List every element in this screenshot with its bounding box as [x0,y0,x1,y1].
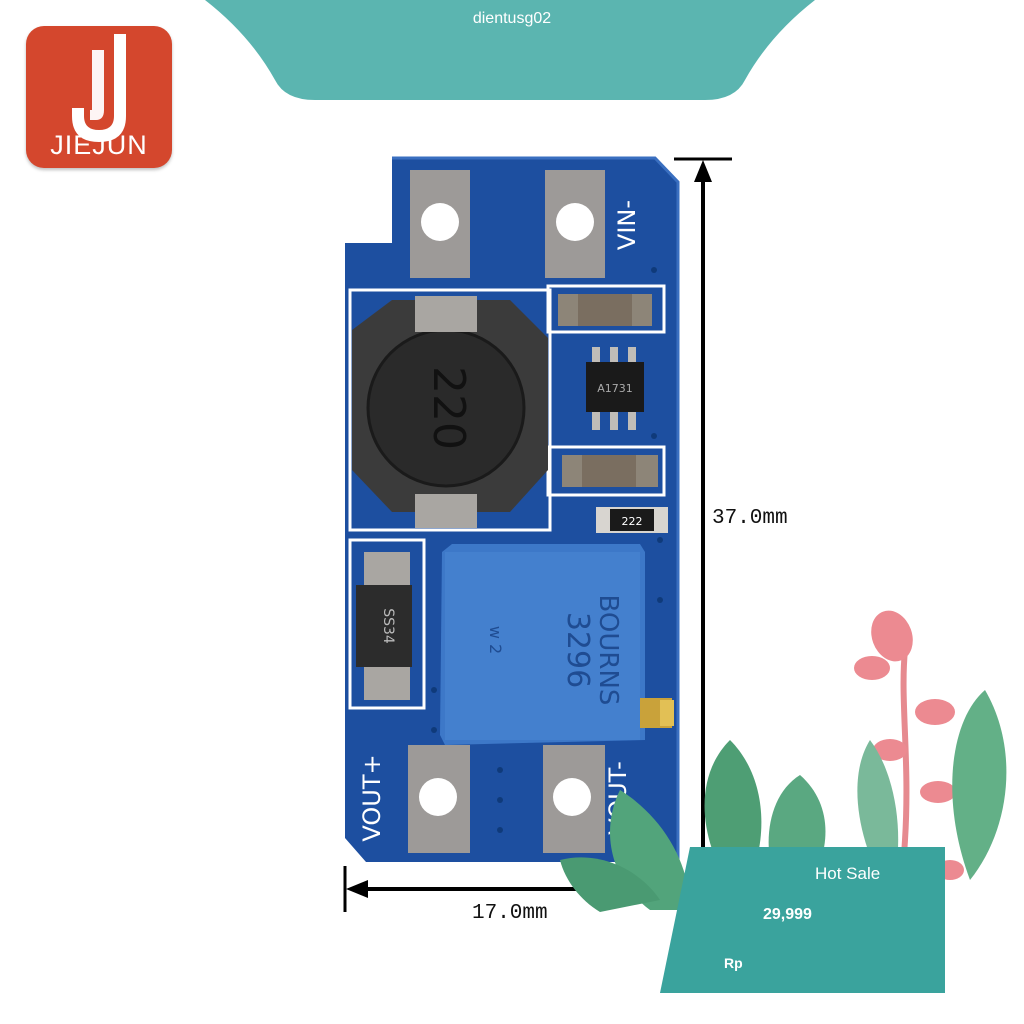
diode-marking: SS34 [380,608,396,644]
promo-title: Hot Sale [815,864,881,883]
promo-price: 29,999 [763,906,812,923]
potentiometer-brand: BOURNS [593,595,623,706]
pad-vout-plus [408,745,470,853]
pad-vin-minus [545,170,605,278]
potentiometer-code: w 2 [486,626,505,654]
resistor: 222 [596,507,668,533]
label-vout-plus: VOUT+ [358,754,386,841]
promo-currency: Rp [724,955,743,971]
diode: SS34 [356,552,412,700]
width-dimension: 17.0mm [472,902,548,925]
capacitor-bottom [562,455,658,487]
ic-chip: A1731 [586,347,644,430]
potentiometer-model: 3296 [560,612,595,688]
shop-name: dientusg02 [472,10,552,27]
inductor-marking: 220 [423,366,474,450]
height-dimension: 37.0mm [712,507,788,530]
inductor-outline [348,288,552,532]
pad-vout-minus [543,745,605,853]
logo-text: JIEJUN [50,130,148,160]
resistor-marking: 222 [622,515,643,528]
ic-marking: A1731 [597,382,633,395]
jiejun-logo-icon [72,34,126,142]
brand-logo: JIEJUN [26,26,172,168]
capacitor-top [558,294,652,326]
inductor: 220 [352,296,548,528]
label-vin-minus: VIN- [613,200,641,250]
top-banner [205,0,815,100]
pad-vin-plus [410,170,470,278]
potentiometer: BOURNS 3296 w 2 [440,544,674,745]
